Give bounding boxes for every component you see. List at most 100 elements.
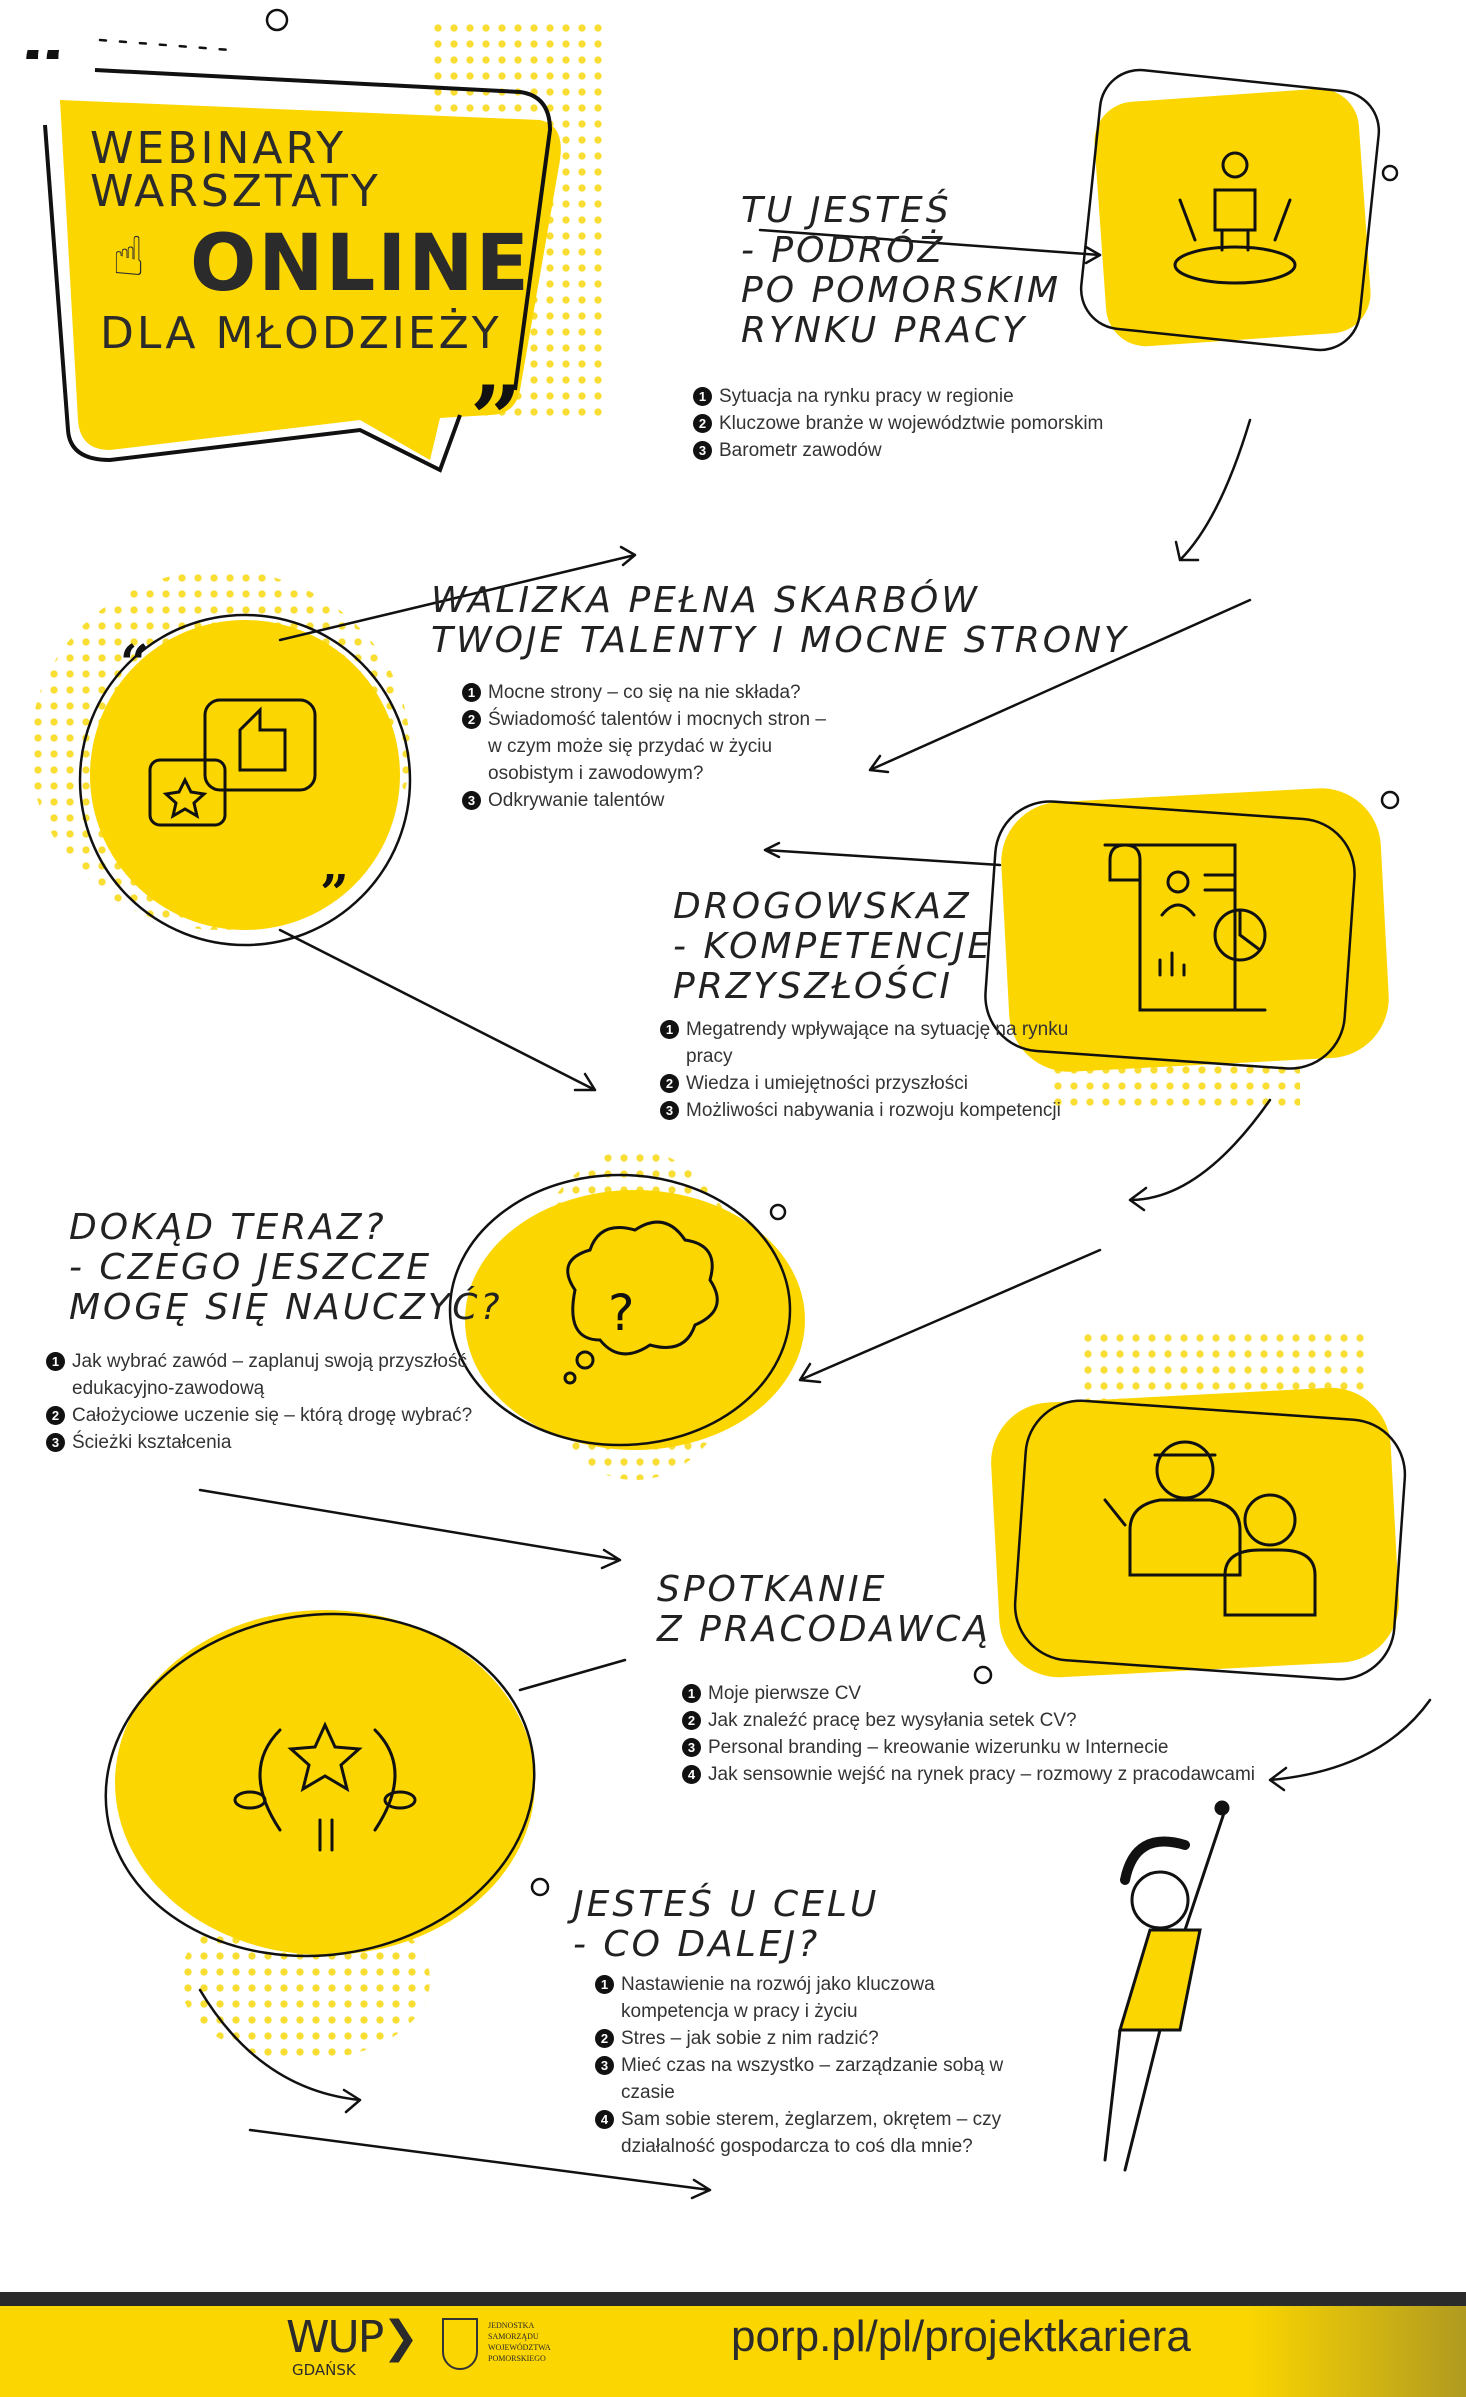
topic-list: 1 Megatrendy wpływające na sytuację na ry…	[660, 1016, 1080, 1124]
list-item: 1 Megatrendy wpływające na sytuację na ry…	[660, 1016, 1080, 1070]
section-title: DOKĄD TERAZ?	[69, 1207, 387, 1248]
number-badge: 1	[595, 1975, 614, 1994]
item-text: Ścieżki kształcenia	[72, 1432, 232, 1453]
section4-icon-circle	[465, 1190, 805, 1450]
section-title: TWOJE TALENTY I MOCNE STRONY	[431, 620, 1130, 661]
number-badge: 3	[462, 791, 481, 810]
header-online: ONLINE	[190, 219, 531, 309]
item-text: Jak sensownie wejść na rynek pracy – roz…	[708, 1764, 1255, 1785]
number-badge: 3	[660, 1101, 679, 1120]
number-badge: 1	[462, 683, 481, 702]
wup-logo-text: WUP	[286, 2312, 384, 2363]
quote-close-icon: ”	[320, 863, 349, 922]
section-title: - PODRÓŻ	[741, 230, 946, 271]
item-text: Nastawienie na rozwój jako kluczowa komp…	[621, 1974, 935, 2022]
topic-list: 1 Nastawienie na rozwój jako kluczowa kom…	[595, 1971, 1025, 2160]
item-text: Moje pierwsze CV	[708, 1683, 862, 1704]
topic-list: 1 Jak wybrać zawód – zaplanuj swoją przys…	[46, 1348, 486, 1456]
number-badge: 2	[682, 1711, 701, 1730]
item-text: Mieć czas na wszystko – zarządzanie sobą…	[621, 2055, 1004, 2103]
number-badge: 1	[660, 1020, 679, 1039]
item-text: Jak znaleźć pracę bez wysyłania setek CV…	[708, 1710, 1077, 1731]
section-title: RYNKU PRACY	[741, 310, 1028, 351]
number-badge: 3	[595, 2056, 614, 2075]
section-title: JESTEŚ U CELU	[573, 1884, 880, 1925]
header-line-2: WARSZTATY	[90, 166, 381, 217]
footer-bar: WUP❯ GDAŃSK JEDNOSTKA SAMORZĄDU WOJEWÓDZ…	[0, 2292, 1466, 2397]
laurel-star-icon	[233, 1721, 417, 1852]
number-badge: 2	[595, 2029, 614, 2048]
number-badge: 1	[693, 387, 712, 406]
thumbs-up-speech-icon	[148, 698, 317, 827]
section2-icon-circle	[90, 620, 400, 930]
pointing-hand-icon: ☝	[112, 225, 145, 288]
svg-text:?: ?	[608, 1284, 635, 1342]
thought-cloud-question-icon: ?	[563, 1220, 719, 1385]
item-text: Megatrendy wpływające na sytuację na ryn…	[686, 1019, 1069, 1067]
item-text: Możliwości nabywania i rozwoju kompetenc…	[686, 1100, 1061, 1121]
item-text: Sam sobie sterem, żeglarzem, okrętem – c…	[621, 2109, 1002, 2157]
list-item: 3 Odkrywanie talentów	[462, 787, 832, 814]
list-item: 4 Jak sensownie wejść na rynek pracy – ro…	[682, 1761, 1262, 1788]
number-badge: 2	[46, 1406, 65, 1425]
number-badge: 1	[46, 1352, 65, 1371]
number-badge: 4	[595, 2110, 614, 2129]
number-badge: 3	[682, 1738, 701, 1757]
item-text: Całożyciowe uczenie się – którą drogę wy…	[72, 1405, 473, 1426]
quote-close-icon: ”	[470, 366, 522, 472]
section-title: Z PRACODAWCĄ	[657, 1609, 992, 1650]
quote-open-icon: “	[120, 633, 149, 692]
document-chart-icon	[1103, 843, 1267, 1012]
list-item: 2 Kluczowe branże w województwie pomorski…	[693, 410, 1153, 437]
section-title: TU JESTEŚ	[741, 190, 952, 231]
item-text: Wiedza i umiejętności przyszłości	[686, 1073, 968, 1094]
list-item: 3 Mieć czas na wszystko – zarządzanie sob…	[595, 2052, 1025, 2106]
list-item: 1 Mocne strony – co się na nie składa?	[462, 679, 832, 706]
jst-logo-text: JEDNOSTKA SAMORZĄDU WOJEWÓDZTWA POMORSKI…	[488, 2321, 551, 2363]
item-text: Personal branding – kreowanie wizerunku …	[708, 1737, 1169, 1758]
wup-logo-city: GDAŃSK	[292, 2361, 356, 2379]
item-text: Jak wybrać zawód – zaplanuj swoją przysz…	[72, 1351, 467, 1399]
website-link[interactable]: porp.pl/pl/projektkariera	[731, 2312, 1191, 2361]
item-text: Mocne strony – co się na nie składa?	[488, 682, 801, 703]
item-text: Stres – jak sobie z nim radzić?	[621, 2028, 879, 2049]
worker-employer-icon	[1103, 1440, 1317, 1617]
section-title: - KOMPETENCJE	[673, 926, 994, 967]
list-item: 2 Stres – jak sobie z nim radzić?	[595, 2025, 1025, 2052]
item-text: Sytuacja na rynku pracy w regionie	[719, 386, 1014, 407]
topic-list: 1 Sytuacja na rynku pracy w regionie 2 Klu…	[693, 383, 1153, 464]
item-text: Barometr zawodów	[719, 440, 882, 461]
section-title: - CZEGO JESZCZE	[69, 1247, 433, 1288]
list-item: 3 Ścieżki kształcenia	[46, 1429, 486, 1456]
section-title: PO POMORSKIM	[741, 270, 1062, 311]
section6-icon-circle	[115, 1610, 535, 1955]
number-badge: 4	[682, 1765, 701, 1784]
topic-list: 1 Moje pierwsze CV 2 Jak znaleźć pracę bez…	[682, 1680, 1262, 1788]
list-item: 4 Sam sobie sterem, żeglarzem, okrętem – …	[595, 2106, 1025, 2160]
list-item: 3 Personal branding – kreowanie wizerunku…	[682, 1734, 1262, 1761]
section-title: DROGOWSKAZ	[673, 886, 972, 927]
person-spotlight-icon	[1173, 151, 1297, 285]
pomorskie-coat-of-arms-icon	[442, 2318, 478, 2370]
list-item: 2 Całożyciowe uczenie się – którą drogę w…	[46, 1402, 486, 1429]
list-item: 3 Możliwości nabywania i rozwoju kompeten…	[660, 1097, 1080, 1124]
section-title: WALIZKA PEŁNA SKARBÓW	[431, 580, 980, 621]
item-text: Świadomość talentów i mocnych stron – w …	[488, 709, 826, 784]
jumping-character-illustration	[1103, 1800, 1230, 2172]
number-badge: 2	[693, 414, 712, 433]
item-text: Kluczowe branże w województwie pomorskim	[719, 413, 1104, 434]
number-badge: 3	[46, 1433, 65, 1452]
speech-bubble-shape: “ ”	[20, 50, 561, 473]
number-badge: 1	[682, 1684, 701, 1703]
item-text: Odkrywanie talentów	[488, 790, 665, 811]
list-item: 2 Jak znaleźć pracę bez wysyłania setek C…	[682, 1707, 1262, 1734]
section-title: MOGĘ SIĘ NAUCZYĆ?	[69, 1287, 503, 1328]
list-item: 1 Jak wybrać zawód – zaplanuj swoją przys…	[46, 1348, 486, 1402]
list-item: 1 Sytuacja na rynku pracy w regionie	[693, 383, 1153, 410]
list-item: 1 Moje pierwsze CV	[682, 1680, 1262, 1707]
